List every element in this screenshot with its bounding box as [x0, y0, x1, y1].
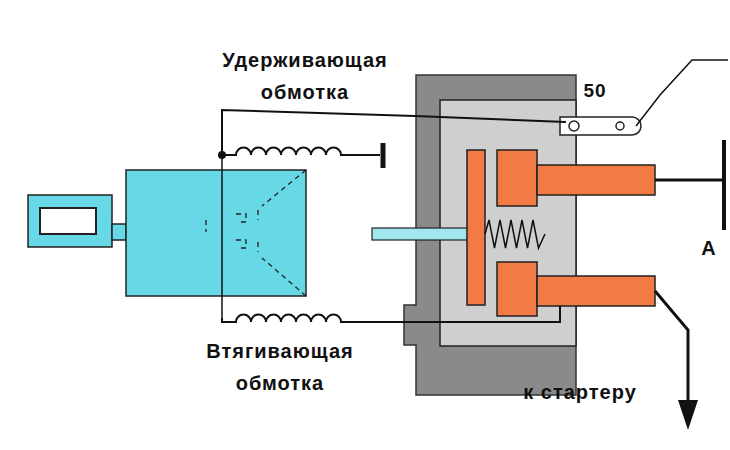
terminal-50-tab — [560, 117, 641, 135]
winding-label: Втягивающая обмотка — [165, 335, 395, 399]
terminal-label: А — [696, 236, 722, 260]
ignition-wire — [636, 60, 728, 126]
lower-terminal-bolt — [537, 276, 655, 306]
end-cap — [28, 195, 112, 247]
terminal-50-hole — [569, 121, 579, 131]
battery-wire — [655, 179, 722, 182]
holding-winding — [222, 148, 355, 155]
pull-in-winding — [222, 315, 355, 323]
contact-disk — [467, 150, 485, 305]
shaft-stub — [112, 224, 126, 240]
lower-contact — [497, 262, 537, 316]
plunger-rod — [372, 228, 470, 240]
battery-terminal — [722, 140, 726, 230]
end-cap-window — [40, 208, 96, 234]
terminal-number: 50 — [575, 80, 615, 103]
ground-wire — [352, 154, 380, 156]
upper-contact — [497, 150, 537, 206]
upper-terminal-bolt — [537, 165, 655, 195]
winding-label: Удерживающая обмотка — [180, 44, 430, 108]
ground-symbol — [381, 143, 386, 168]
return-spring — [485, 220, 545, 248]
pull-in-wire — [352, 306, 560, 322]
wire-label: к стартеру — [490, 380, 670, 404]
solenoid-body — [126, 170, 306, 296]
starter-wire — [655, 291, 688, 405]
terminal-50-hole — [616, 122, 624, 130]
starter-arrowhead — [678, 400, 698, 430]
control-wire — [222, 110, 566, 155]
winding-junction-wire — [221, 155, 223, 318]
core-hidden-lines — [206, 170, 306, 296]
contact-chamber — [440, 100, 576, 346]
